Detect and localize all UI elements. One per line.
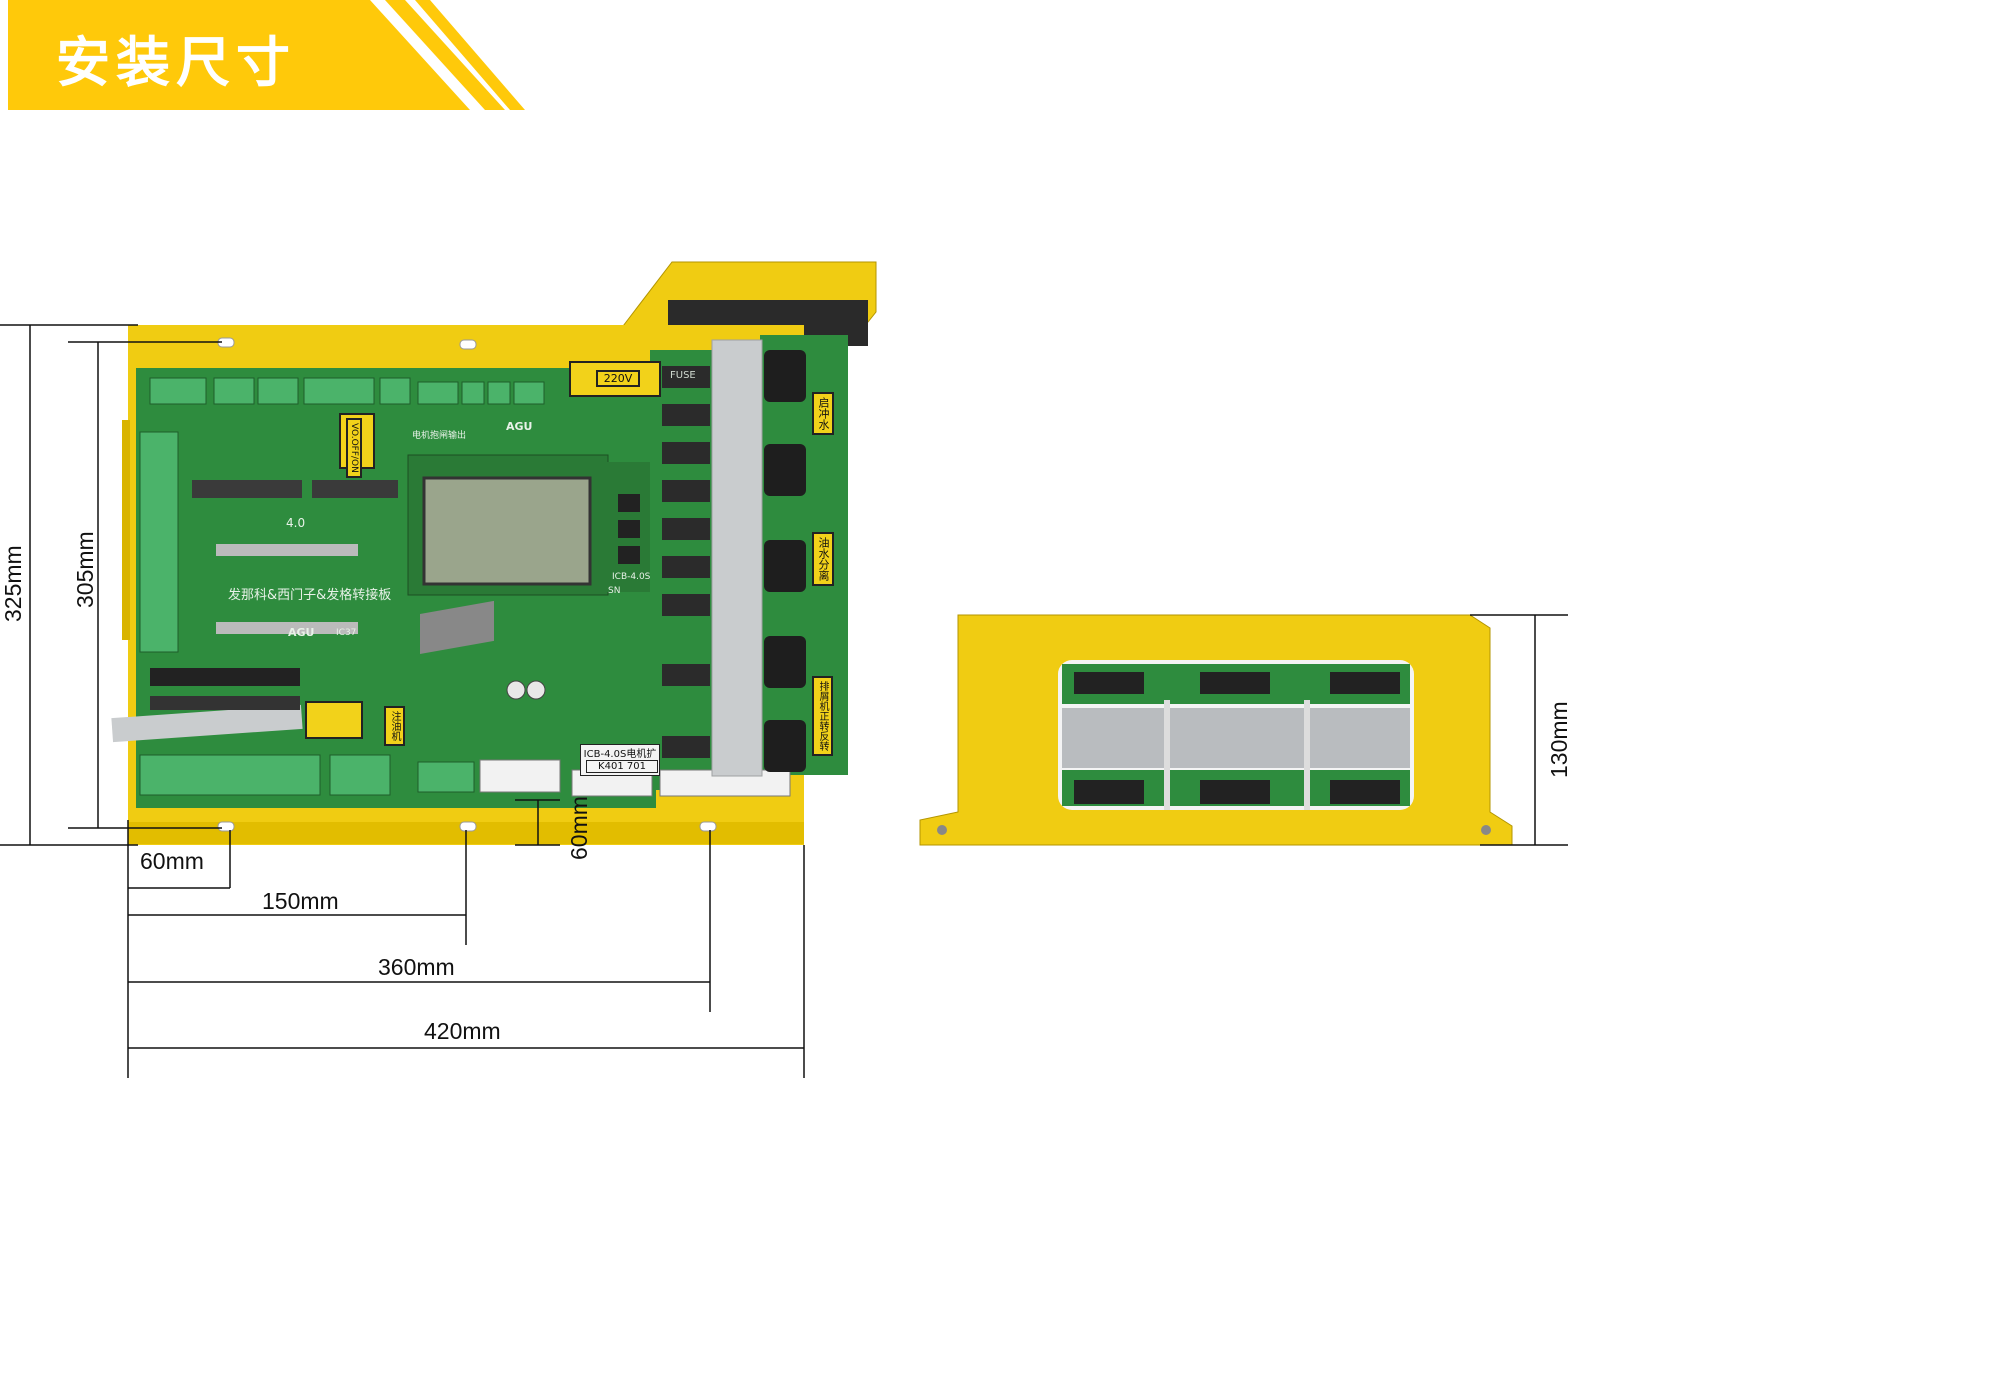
contactor (764, 720, 806, 772)
brand-logo-text: AGU (288, 626, 315, 639)
terminal-block (257, 377, 299, 405)
side-screw (937, 825, 947, 835)
heatsink-bar (711, 339, 763, 777)
power-tag: 220V (596, 370, 640, 387)
lcd-screen (422, 476, 592, 586)
dim-label-130: 130mm (1546, 701, 1572, 778)
banner-stripe-1 (385, 0, 505, 110)
push-button[interactable] (618, 546, 640, 564)
side-post (1304, 700, 1310, 810)
left-terminal-column (139, 431, 179, 653)
side-terminal (1200, 780, 1270, 804)
installation-dimension-diagram (0, 0, 1568, 1078)
side-heatsink (1062, 708, 1410, 768)
terminal-block (487, 381, 511, 405)
fuse-holder (662, 518, 710, 540)
side-post (1164, 700, 1170, 810)
side-terminal (1200, 672, 1270, 694)
dimension-lines (0, 324, 1568, 1078)
top-terminals (149, 377, 545, 405)
relay-row (150, 668, 300, 686)
fuse-holder (662, 442, 710, 464)
mounting-hole (217, 821, 235, 832)
dim-label-325: 325mm (0, 545, 26, 622)
dim-label-60-flange: 60mm (566, 796, 592, 860)
dim-label-60: 60mm (140, 848, 204, 874)
banner-stripe-2 (415, 0, 525, 110)
contactor (764, 636, 806, 688)
terminal-block (213, 377, 255, 405)
title-banner (8, 0, 525, 110)
fuse-label: FUSE (670, 370, 696, 381)
capacitor (526, 680, 546, 700)
cabinet-tag-1: 启冲水 (812, 392, 834, 435)
contactor (764, 444, 806, 496)
white-connector (479, 759, 561, 793)
push-button[interactable] (618, 494, 640, 512)
cabinet-tag-3: 排屑机正转反转 (812, 676, 833, 756)
side-terminal (1074, 780, 1144, 804)
terminal-block (303, 377, 375, 405)
fuse-holder (662, 366, 710, 388)
side-terminal (1330, 780, 1400, 804)
relay-row (150, 696, 300, 710)
switch-tag: VO.OFF/ON (346, 418, 362, 478)
terminal-block (417, 381, 459, 405)
mounting-hole (699, 821, 717, 832)
dim-label-420: 420mm (424, 1018, 501, 1044)
banner-background (8, 0, 470, 110)
relay-heatsink (111, 704, 303, 743)
side-screw (1481, 825, 1491, 835)
side-view (919, 614, 1513, 846)
connector-header (216, 622, 358, 634)
fuse-holder (662, 594, 710, 616)
capacitor (506, 680, 526, 700)
dim-label-360: 360mm (378, 954, 455, 980)
dim-label-305: 305mm (72, 531, 98, 608)
ic-label: IC37 (336, 628, 357, 638)
brake-label: 电机抱闸输出 (412, 431, 467, 441)
fuse-block (305, 701, 363, 739)
white-connector (659, 769, 791, 797)
terminal-block (513, 381, 545, 405)
contactor (764, 350, 806, 402)
adapter-label: 发那科&西门子&发格转接板 (228, 588, 392, 603)
ribbon-cable (420, 600, 494, 654)
cabinet-tag-2: 油水分离 (812, 532, 834, 586)
connector-header (312, 480, 398, 498)
terminal-block (461, 381, 485, 405)
terminal-block (379, 377, 411, 405)
brand-logo-text-2: AGU (506, 420, 533, 433)
fuse-holder (662, 664, 710, 686)
fuse-holder (662, 480, 710, 502)
pump-tag: 注油机 (384, 706, 405, 746)
side-terminal (1074, 672, 1144, 694)
contactor-column (764, 350, 806, 772)
mounting-hole (459, 339, 477, 350)
connector-header (216, 544, 358, 556)
contactor (764, 540, 806, 592)
page-title: 安装尺寸 (56, 31, 296, 94)
bottom-terminal-row (329, 754, 391, 796)
left-flange (122, 420, 130, 640)
bottom-terminal-row (417, 761, 475, 793)
terminal-block (149, 377, 207, 405)
fuse-holder (662, 736, 710, 758)
sn-label: SN (608, 586, 621, 596)
mounting-hole (459, 821, 477, 832)
model-label: ICB-4.0S (612, 572, 651, 582)
dim-label-150: 150mm (262, 888, 339, 914)
fuse-holder (662, 404, 710, 426)
serial-label: K401 701 (586, 760, 658, 773)
board-revision: 4.0 (286, 516, 306, 530)
mounting-holes (217, 337, 717, 832)
side-terminal (1330, 672, 1400, 694)
fuse-column (662, 366, 710, 758)
connector-header (192, 480, 302, 498)
bottom-terminal-row (139, 754, 321, 796)
fuse-holder (662, 556, 710, 578)
front-view (111, 261, 877, 845)
push-button[interactable] (618, 520, 640, 538)
